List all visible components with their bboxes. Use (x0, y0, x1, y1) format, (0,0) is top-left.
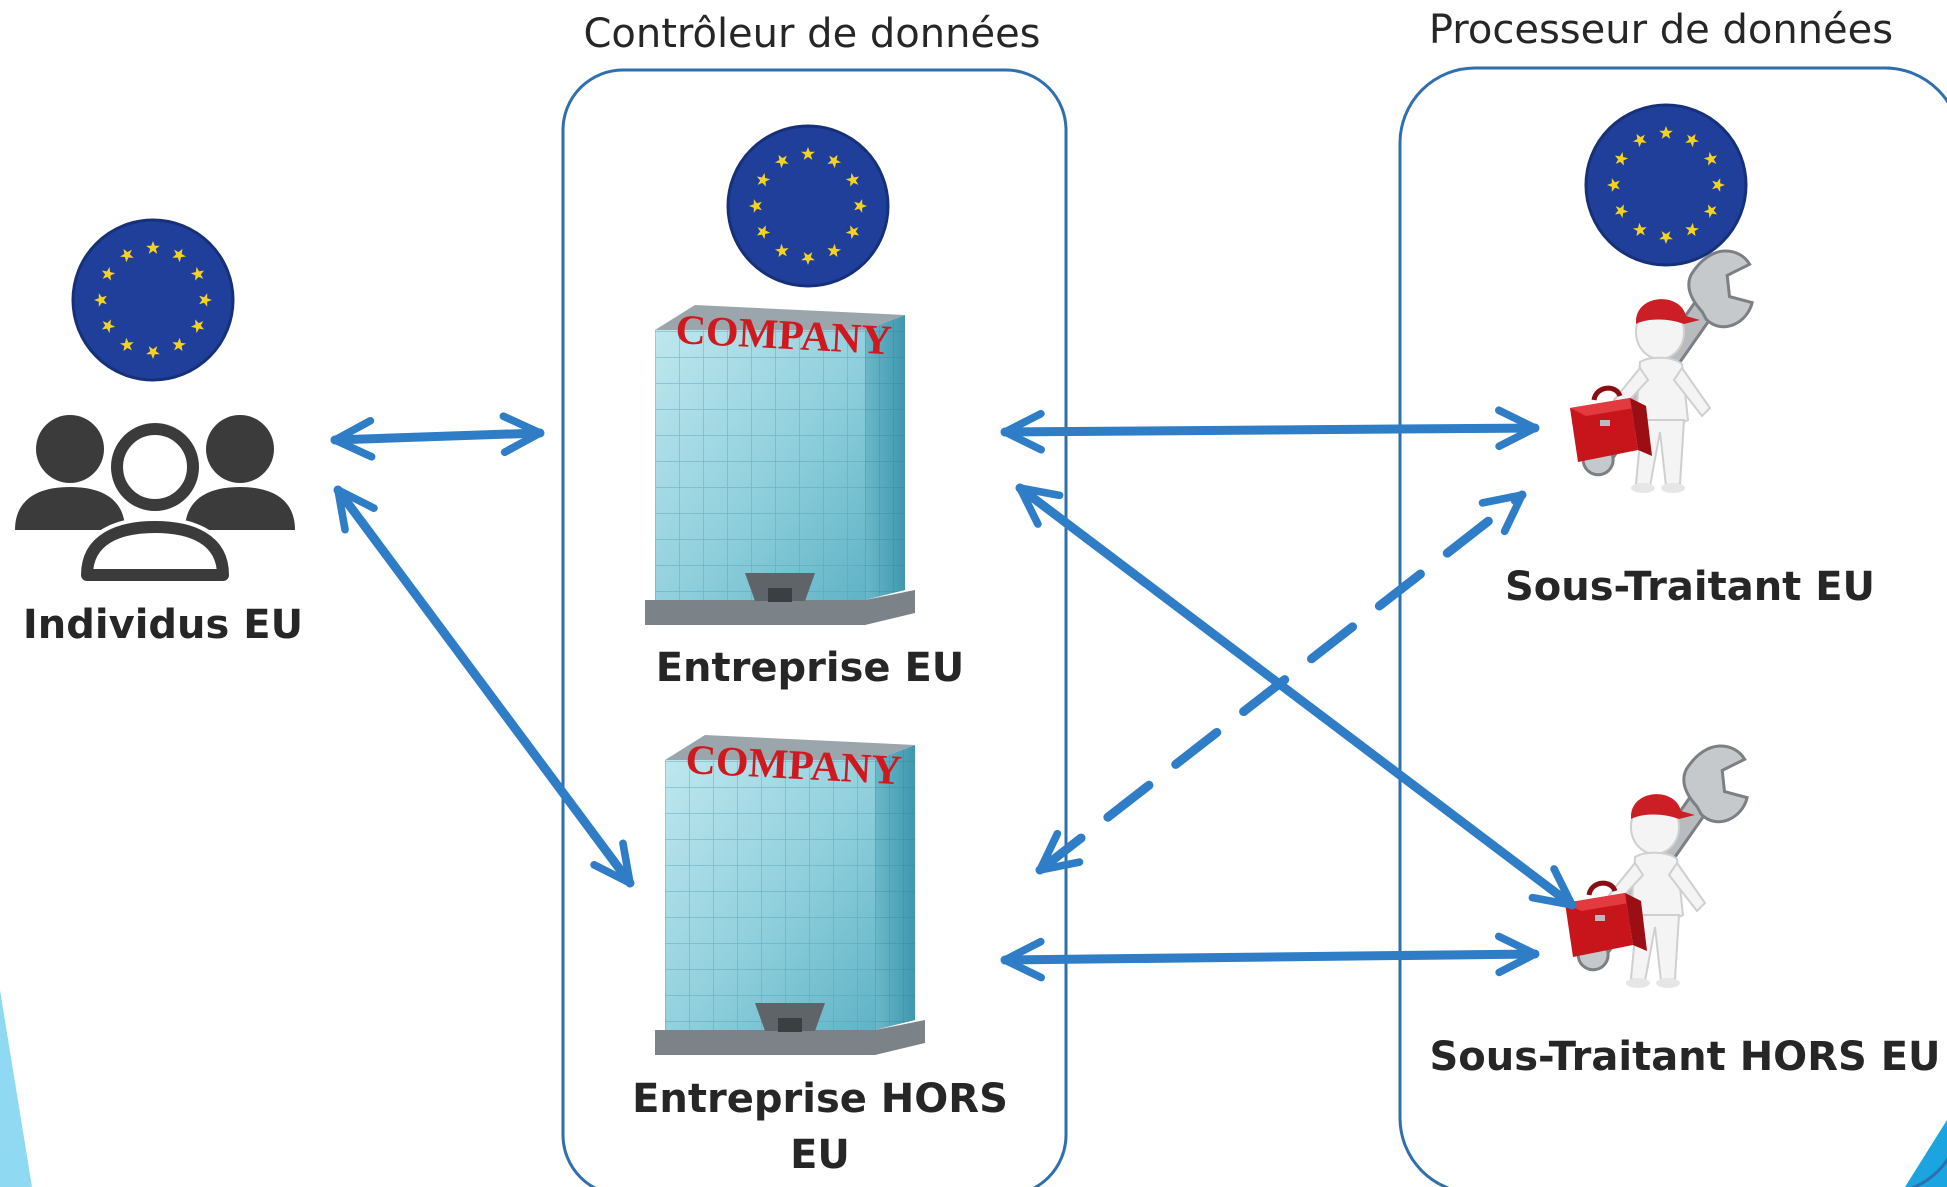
worker-toolbox-wrench-icon (1560, 733, 1768, 989)
company-building-icon: COMPANY (655, 735, 925, 1055)
processor-header: Processeur de données (1429, 7, 1893, 53)
accent-shape (0, 990, 32, 1187)
building-sign: COMPANY (684, 737, 902, 794)
controller-header: Contrôleur de données (583, 11, 1040, 57)
arrow-company-non-eu-subcontractor-non-eu (1000, 932, 1540, 982)
arrow-individuals-company-eu (330, 412, 545, 461)
label-company-non-eu-line1: Entreprise HORS (632, 1076, 1008, 1122)
label-company-eu: Entreprise EU (656, 645, 965, 691)
eu-flag-icon (1586, 105, 1746, 265)
people-group-icon (15, 415, 295, 581)
building-sign: COMPANY (674, 307, 892, 364)
label-company-non-eu-line2: EU (790, 1132, 850, 1178)
arrow-company-eu-subcontractor-eu (1000, 406, 1540, 454)
eu-flag-icon (73, 220, 233, 380)
arrow-dashed-company-non-eu-subcontractor-eu (1035, 490, 1527, 875)
eu-flag-icon (728, 126, 888, 286)
label-subcontractor-non-eu: Sous-Traitant HORS EU (1429, 1034, 1940, 1080)
accent-shape-right (1905, 1120, 1947, 1187)
label-individuals: Individus EU (23, 602, 303, 648)
worker-toolbox-wrench-icon (1565, 238, 1773, 494)
arrow-company-eu-subcontractor-non-eu (1015, 483, 1577, 910)
label-subcontractor-eu: Sous-Traitant EU (1505, 564, 1875, 610)
company-building-icon: COMPANY (645, 305, 915, 625)
arrow-individuals-company-non-eu (333, 485, 635, 888)
